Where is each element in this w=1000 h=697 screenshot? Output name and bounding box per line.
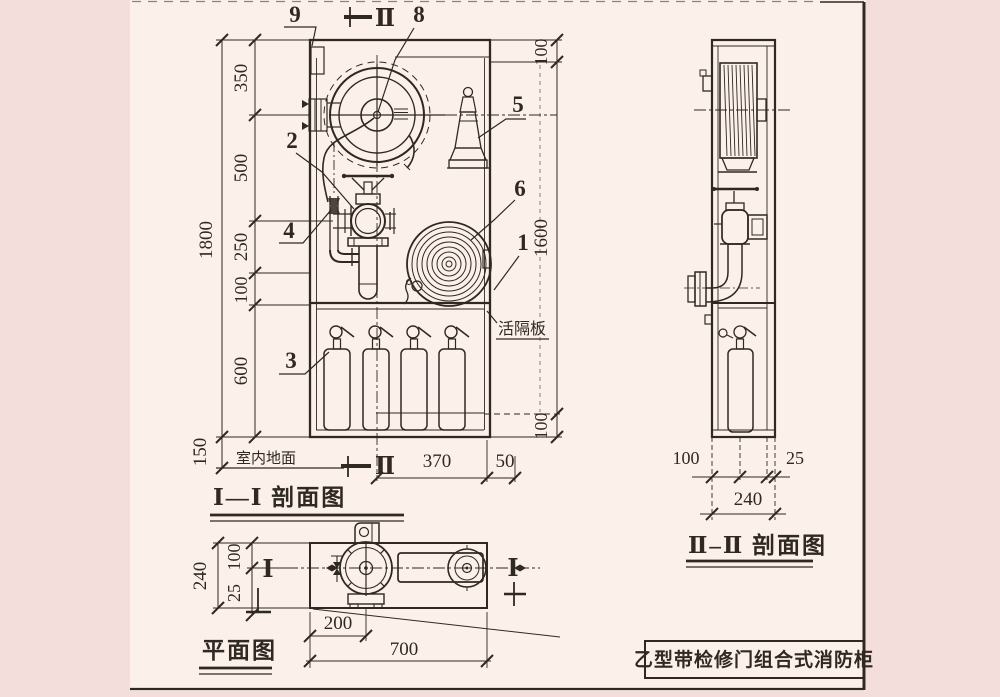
- side-hose-reel: [694, 62, 790, 173]
- plan-view: Ⅰ Ⅰ 240 100 25: [190, 522, 561, 675]
- plan-section-mark-right: Ⅰ: [507, 556, 518, 582]
- label-2: 2: [286, 128, 298, 153]
- section-mark-bottom-text: Ⅱ: [375, 454, 395, 480]
- fire-nozzle: [447, 86, 489, 169]
- floor-label: 室内地面: [236, 450, 296, 467]
- dim-370: 370: [423, 451, 452, 472]
- plan-leader-line: [312, 608, 561, 638]
- shelf-label: 活隔板: [486, 310, 549, 340]
- dim-right-bottom-100: 100: [531, 413, 551, 440]
- hose-curve: [321, 117, 375, 203]
- side-fire-extinguisher: [718, 325, 757, 433]
- plan-title: 平面图: [199, 638, 277, 675]
- label-1: 1: [517, 230, 529, 255]
- label-9: 9: [289, 2, 301, 27]
- dim-1600: 1600: [531, 219, 552, 257]
- plan-dimensions: 240 100 25 200 700: [190, 536, 494, 668]
- elevation-bottom-dimensions: 370 50: [370, 440, 522, 485]
- label-5: 5: [512, 92, 524, 117]
- side-valve: [712, 187, 768, 245]
- dim-250: 250: [231, 233, 252, 262]
- elevation-title-text: Ⅰ—Ⅰ 剖面图: [213, 484, 346, 510]
- side-view: 100 25 240 Ⅱ–Ⅱ 剖面图: [673, 38, 827, 568]
- dim-100-left: 100: [231, 277, 251, 304]
- dim-240-side: 240: [734, 489, 763, 510]
- plan-reel-shaft: [447, 545, 487, 591]
- side-shelf: [704, 302, 775, 325]
- plan-title-text: 平面图: [202, 638, 277, 663]
- dim-150: 150: [190, 438, 211, 467]
- dim-25-plan: 25: [224, 584, 244, 602]
- side-title-text: Ⅱ–Ⅱ 剖面图: [688, 532, 827, 558]
- section-mark-top: Ⅱ: [344, 6, 395, 32]
- coil-nozzle: [403, 277, 412, 305]
- plan-cabinet-outline: [309, 542, 488, 609]
- part-labels: 9 8 5 2 4 6 1 3: [279, 2, 529, 375]
- dim-700: 700: [390, 639, 419, 660]
- dim-240-plan: 240: [190, 562, 211, 591]
- side-elbow-pipe: [684, 244, 760, 307]
- inlet-flange: [302, 98, 341, 132]
- dim-100-plan: 100: [224, 544, 244, 571]
- hose-reel: [321, 61, 445, 203]
- dim-500: 500: [231, 154, 252, 183]
- label-6: 6: [514, 176, 526, 201]
- side-dimensions: 100 25 240: [673, 437, 804, 521]
- elevation-left-dimensions: 1800 350 500 250 100 600 150: [190, 33, 344, 475]
- dim-25-side: 25: [786, 448, 804, 468]
- fire-extinguisher: [400, 325, 432, 431]
- dim-600: 600: [231, 357, 252, 386]
- elevation-view: 9 8 5 2 4 6 1 3 活隔板 Ⅱ: [190, 2, 564, 522]
- side-title: Ⅱ–Ⅱ 剖面图: [686, 532, 827, 568]
- dim-100-side: 100: [673, 448, 700, 468]
- valve-assembly: [333, 173, 396, 300]
- section-mark-top-text: Ⅱ: [375, 6, 395, 32]
- elevation-right-dimensions: 100 1600 100: [484, 33, 564, 444]
- elevation-title: Ⅰ—Ⅰ 剖面图: [210, 484, 404, 522]
- fire-extinguisher: [362, 325, 394, 431]
- title-block: 乙型带检修门组合式消防柜: [634, 640, 874, 679]
- dim-350: 350: [231, 64, 252, 93]
- plan-recess: [397, 552, 484, 583]
- dim-right-top-100: 100: [531, 39, 551, 66]
- plan-pipe-protrusion: [354, 522, 380, 543]
- door-latch-plate: [310, 46, 325, 75]
- fire-extinguisher: [438, 325, 470, 431]
- dim-200: 200: [324, 613, 353, 634]
- title-block-text: 乙型带检修门组合式消防柜: [634, 648, 874, 671]
- shelf-label-text: 活隔板: [498, 320, 546, 338]
- section-mark-bottom: Ⅱ: [341, 454, 395, 480]
- label-4: 4: [283, 218, 295, 243]
- dim-1800: 1800: [196, 221, 217, 259]
- shelf: [310, 301, 490, 310]
- fire-extinguisher: [323, 325, 355, 431]
- dim-50: 50: [496, 451, 515, 472]
- label-8: 8: [413, 2, 425, 27]
- fire-extinguisher-row: [323, 325, 484, 431]
- hose-coil: [403, 221, 492, 307]
- label-3: 3: [285, 348, 297, 373]
- hose-tail: [406, 134, 415, 169]
- plan-section-mark-left: Ⅰ: [262, 557, 273, 583]
